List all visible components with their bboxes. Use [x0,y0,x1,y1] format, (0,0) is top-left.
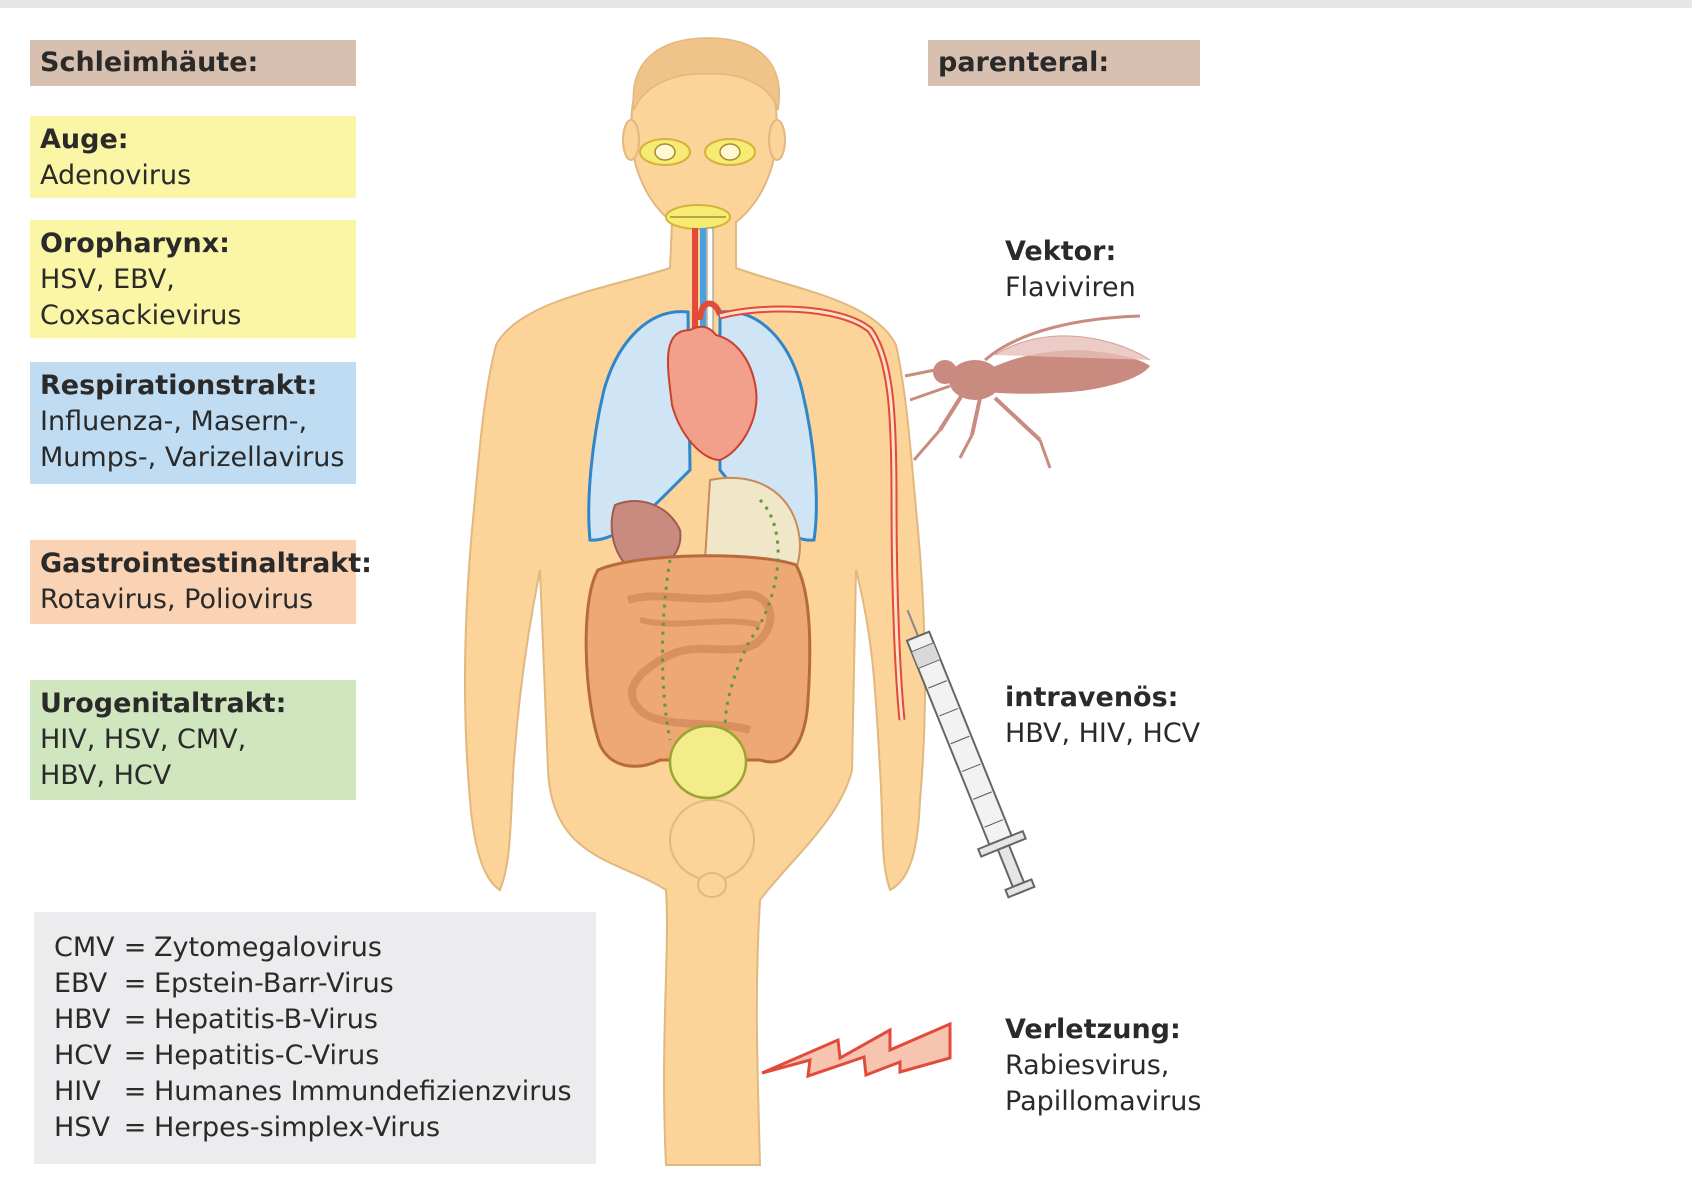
box-respiration-line-2: Mumps-, Varizellavirus [40,440,346,476]
label-vector-line-1: Flaviviren [1005,270,1136,306]
box-gastrointestinal-title: Gastrointestinaltrakt: [40,546,346,582]
box-urogenital: Urogenitaltrakt: HIV, HSV, CMV, HBV, HCV [30,680,356,800]
legend-name: Hepatitis-C-Virus [154,1038,572,1074]
legend-name: Zytomegalovirus [154,930,572,966]
box-respiration-title: Respirationstrakt: [40,368,346,404]
legend-row: HIV = Humanes Immundefizienzvirus [54,1074,572,1110]
box-eye: Auge: Adenovirus [30,116,356,198]
legend-equals: = [116,1074,154,1110]
box-respiration-line-1: Influenza-, Masern-, [40,404,346,440]
label-injury-line-1: Rabiesvirus, [1005,1048,1201,1084]
legend-table: CMV = Zytomegalovirus EBV = Epstein-Barr… [54,930,572,1146]
legend-row: HSV = Herpes-simplex-Virus [54,1110,572,1146]
label-injury-line-2: Papillomavirus [1005,1084,1201,1120]
abbreviation-legend: CMV = Zytomegalovirus EBV = Epstein-Barr… [34,912,596,1164]
label-vector: Vektor: Flaviviren [1005,234,1136,306]
label-vector-title: Vektor: [1005,234,1136,270]
label-intravenous-line-1: HBV, HIV, HCV [1005,716,1200,752]
box-gastrointestinal-line-1: Rotavirus, Poliovirus [40,582,346,618]
box-eye-title: Auge: [40,122,346,158]
legend-abbr: CMV [54,930,116,966]
label-intravenous-title: intravenös: [1005,680,1200,716]
mouth-highlight [666,205,730,229]
box-oropharynx-line-1: HSV, EBV, [40,262,346,298]
label-injury-title: Verletzung: [1005,1012,1201,1048]
legend-name: Hepatitis-B-Virus [154,1002,572,1038]
mosquito-icon [905,316,1150,468]
legend-equals: = [116,1110,154,1146]
legend-name: Humanes Immundefizienzvirus [154,1074,572,1110]
box-oropharynx-line-2: Coxsackievirus [40,298,346,334]
box-urogenital-line-1: HIV, HSV, CMV, [40,722,346,758]
legend-row: EBV = Epstein-Barr-Virus [54,966,572,1002]
lightning-icon [762,1024,950,1076]
legend-abbr: HCV [54,1038,116,1074]
legend-name: Herpes-simplex-Virus [154,1110,572,1146]
box-oropharynx-title: Oropharynx: [40,226,346,262]
legend-abbr: EBV [54,966,116,1002]
bladder [670,726,746,798]
label-injury: Verletzung: Rabiesvirus, Papillomavirus [1005,1012,1201,1120]
legend-abbr: HSV [54,1110,116,1146]
legend-row: CMV = Zytomegalovirus [54,930,572,966]
box-respiration: Respirationstrakt: Influenza-, Masern-, … [30,362,356,484]
label-intravenous: intravenös: HBV, HIV, HCV [1005,680,1200,752]
legend-equals: = [116,1002,154,1038]
legend-equals: = [116,966,154,1002]
box-gastrointestinal: Gastrointestinaltrakt: Rotavirus, Poliov… [30,540,356,624]
box-eye-viruses: Adenovirus [40,160,191,191]
legend-equals: = [116,930,154,966]
header-mucosa: Schleimhäute: [30,40,356,86]
legend-equals: = [116,1038,154,1074]
header-parenteral: parenteral: [928,40,1200,86]
legend-row: HCV = Hepatitis-C-Virus [54,1038,572,1074]
legend-name: Epstein-Barr-Virus [154,966,572,1002]
box-urogenital-title: Urogenitaltrakt: [40,686,346,722]
legend-abbr: HBV [54,1002,116,1038]
box-urogenital-line-2: HBV, HCV [40,758,346,794]
legend-abbr: HIV [54,1074,116,1110]
box-oropharynx: Oropharynx: HSV, EBV, Coxsackievirus [30,220,356,338]
legend-row: HBV = Hepatitis-B-Virus [54,1002,572,1038]
